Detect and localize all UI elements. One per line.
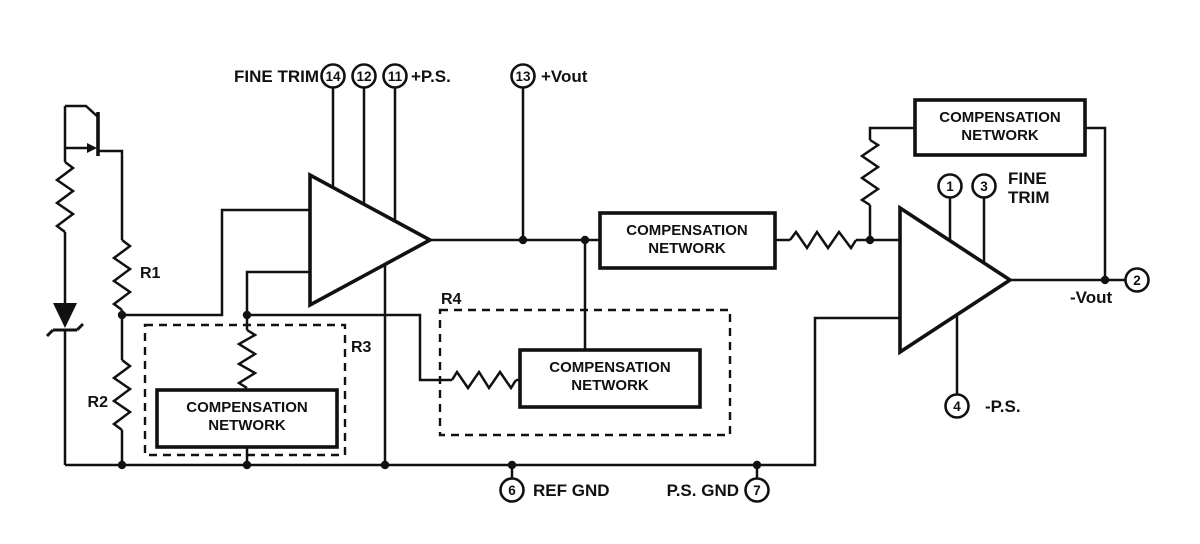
pin-number: 4 bbox=[953, 399, 961, 414]
resistors bbox=[54, 138, 881, 431]
comp-box-label-line1: COMPENSATION bbox=[939, 109, 1060, 126]
label-r3: R3 bbox=[351, 339, 372, 356]
wire-fb-right bbox=[1085, 126, 1107, 280]
junction-dot bbox=[518, 235, 528, 245]
label-vout-plus: +Vout bbox=[541, 67, 588, 86]
pin-1: 1 bbox=[937, 173, 963, 199]
jfet-gate-arrow bbox=[87, 143, 97, 153]
opamp-a2 bbox=[898, 204, 1014, 356]
zener-wing-left bbox=[45, 328, 55, 338]
comp-box-label-line2: NETWORK bbox=[208, 417, 286, 434]
pin-6: 6 bbox=[499, 477, 525, 503]
junction-dot bbox=[380, 460, 390, 470]
wire-ground-rail bbox=[65, 316, 900, 467]
comp-network-box-r3: COMPENSATION NETWORK bbox=[155, 388, 339, 449]
comp-box-label-line1: COMPENSATION bbox=[626, 222, 747, 239]
pin-circle bbox=[1124, 267, 1150, 293]
pin-7: 7 bbox=[744, 477, 770, 503]
labels: FINE TRIM +P.S. +Vout FINE TRIM -Vout -P… bbox=[88, 67, 1113, 500]
wire-a1-upper-input bbox=[122, 208, 310, 317]
label-trim: TRIM bbox=[1008, 188, 1050, 207]
resistor-series-a2 bbox=[789, 229, 858, 251]
comp-box-label-line2: NETWORK bbox=[961, 127, 1039, 144]
label-ref-gnd: REF GND bbox=[533, 481, 610, 500]
label-r1: R1 bbox=[140, 265, 161, 282]
label-r2: R2 bbox=[88, 394, 109, 411]
comp-box-rect bbox=[518, 348, 702, 409]
pin-number: 14 bbox=[325, 69, 341, 84]
dashed-region-r4 bbox=[438, 308, 732, 437]
pin-number: 12 bbox=[356, 69, 371, 84]
pin-circle bbox=[510, 63, 536, 89]
comp-network-box-feedback: COMPENSATION NETWORK bbox=[913, 98, 1087, 157]
opamp-a1 bbox=[308, 171, 434, 309]
pin-2: 2 bbox=[1124, 267, 1150, 293]
pin-3: 3 bbox=[971, 173, 997, 199]
dashed-region-r3 bbox=[143, 323, 347, 457]
pin-circle bbox=[937, 173, 963, 199]
zener-triangle bbox=[53, 303, 77, 328]
junction-dot bbox=[117, 310, 127, 320]
junction-dot bbox=[580, 235, 590, 245]
pin-number: 11 bbox=[388, 69, 403, 84]
junction-dot bbox=[507, 460, 517, 470]
comp-box-label-line2: NETWORK bbox=[571, 377, 649, 394]
label-fine: FINE bbox=[1008, 169, 1047, 188]
label-fine-trim-left: FINE TRIM bbox=[234, 67, 319, 86]
wire-a1-lower-input bbox=[245, 270, 310, 330]
comp-network-box-series: COMPENSATION NETWORK bbox=[598, 211, 777, 270]
wire-drain-lead bbox=[65, 104, 99, 118]
label-r4: R4 bbox=[441, 291, 462, 308]
pin-number: 6 bbox=[508, 483, 516, 498]
jfet-current-source bbox=[87, 112, 100, 156]
comp-box-label-line1: COMPENSATION bbox=[186, 399, 307, 416]
junction-dot bbox=[117, 460, 127, 470]
junction-dot bbox=[242, 460, 252, 470]
junction-dot bbox=[1100, 275, 1110, 285]
comp-box-label-line2: NETWORK bbox=[648, 240, 726, 257]
resistor-r1 bbox=[111, 239, 133, 311]
comp-box-rect bbox=[598, 211, 777, 270]
pin-14: 14 bbox=[320, 63, 346, 89]
junction-dot bbox=[752, 460, 762, 470]
junction-dots bbox=[117, 235, 1110, 470]
pin-number: 3 bbox=[980, 179, 988, 194]
label-ps-minus: -P.S. bbox=[985, 397, 1021, 416]
pin-4: 4 bbox=[944, 393, 970, 419]
resistor-r3 bbox=[236, 328, 258, 390]
pin-circle bbox=[499, 477, 525, 503]
pin-circle bbox=[351, 63, 377, 89]
comp-box-rect bbox=[155, 388, 339, 449]
resistor-r2 bbox=[111, 359, 133, 431]
comp-network-box-r4: COMPENSATION NETWORK bbox=[518, 348, 702, 409]
junction-dot bbox=[242, 310, 252, 320]
pin-circle bbox=[944, 393, 970, 419]
pin-number: 1 bbox=[946, 179, 954, 194]
zener-diode bbox=[45, 303, 85, 338]
comp-box-label-line1: COMPENSATION bbox=[549, 359, 670, 376]
pin-circle bbox=[320, 63, 346, 89]
comp-box-rect bbox=[913, 98, 1087, 157]
label-vout-minus: -Vout bbox=[1070, 288, 1113, 307]
pin-number: 7 bbox=[753, 483, 761, 498]
pin-circle bbox=[971, 173, 997, 199]
pin-number: 13 bbox=[515, 69, 531, 84]
label-ps-gnd: P.S. GND bbox=[667, 481, 739, 500]
wire-source-lead bbox=[98, 149, 124, 240]
wire-fb-top bbox=[868, 126, 915, 140]
pin-12: 12 bbox=[351, 63, 377, 89]
resistor-bias bbox=[54, 161, 76, 233]
pin-circle bbox=[744, 477, 770, 503]
wire-r4-branch bbox=[247, 313, 452, 382]
zener-wing-right bbox=[75, 322, 85, 332]
pin-number: 2 bbox=[1133, 273, 1141, 288]
pin-circle bbox=[382, 63, 408, 89]
resistor-r4 bbox=[450, 369, 518, 391]
junction-dot bbox=[865, 235, 875, 245]
pin-11: 11 bbox=[382, 63, 408, 89]
pin-13: 13 bbox=[510, 63, 536, 89]
resistor-feedback-a2 bbox=[859, 138, 881, 207]
label-ps-plus: +P.S. bbox=[411, 67, 451, 86]
